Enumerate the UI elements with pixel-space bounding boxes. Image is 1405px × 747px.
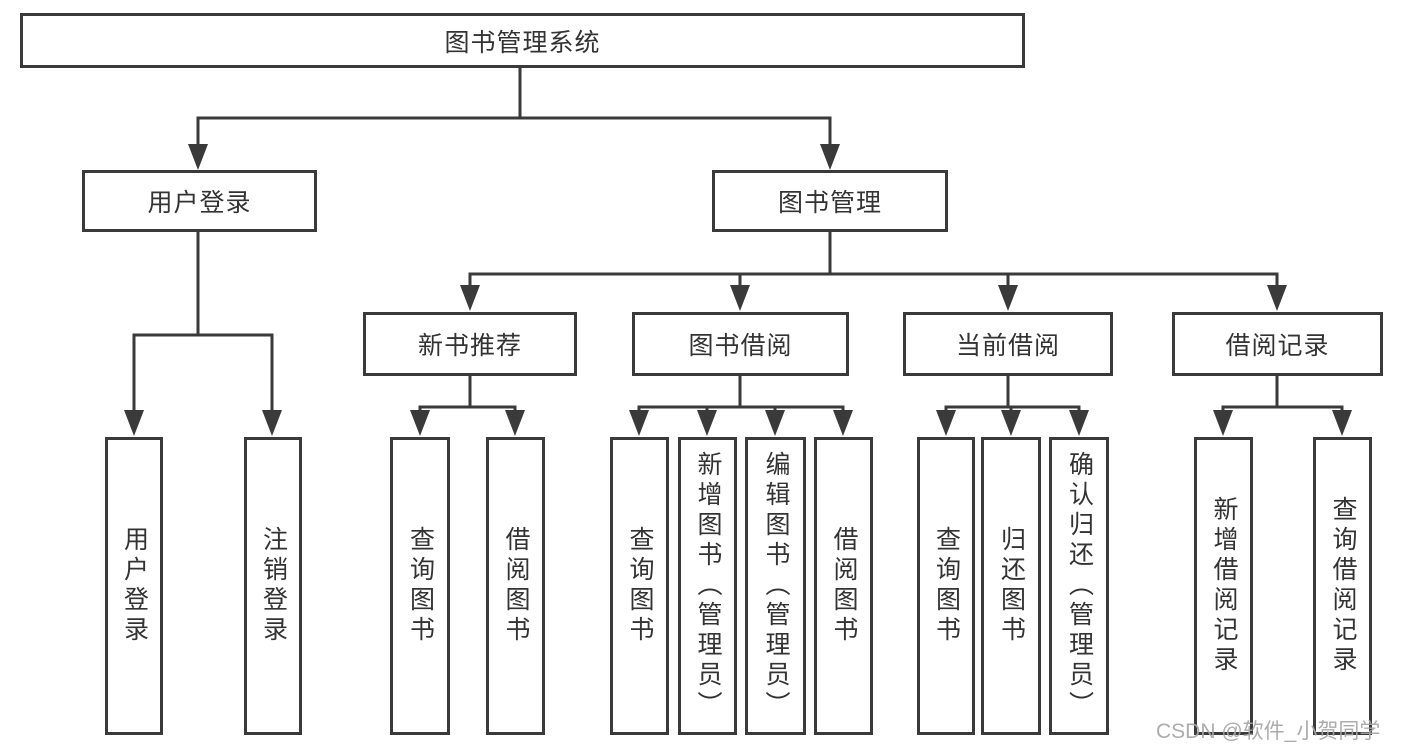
arrowhead (460, 285, 480, 311)
arrowhead (936, 410, 956, 436)
arrowhead (730, 285, 750, 311)
node-current-borrow: 当前借阅 (903, 312, 1113, 376)
node-label: 查询图书 (626, 526, 654, 646)
leaf-return-book: 归还图书 (981, 437, 1041, 735)
arrowhead (410, 410, 430, 436)
edge-book-management-rail (468, 272, 1279, 289)
arrowhead (1332, 410, 1352, 436)
edge-user-login-rail (132, 333, 274, 414)
leaf-query-book-1: 查询图书 (390, 437, 450, 735)
node-label: 新增借阅记录 (1210, 496, 1238, 676)
arrowhead (765, 410, 785, 436)
node-label: 图书管理系统 (444, 28, 601, 57)
leaf-query-borrow-record: 查询借阅记录 (1313, 437, 1372, 735)
leaf-add-book-admin: 新增图书（管理员） (678, 437, 737, 735)
node-label: 当前借阅 (955, 332, 1060, 360)
node-label: 编辑图书（管理员） (762, 451, 790, 721)
node-book-management: 图书管理 (712, 170, 948, 232)
node-label: 新书推荐 (417, 332, 522, 360)
node-book-borrow: 图书借阅 (632, 312, 849, 376)
arrowhead (820, 144, 840, 170)
leaf-confirm-return-admin: 确认归还（管理员） (1049, 437, 1109, 735)
arrowhead (188, 144, 208, 170)
node-label: 归还图书 (997, 526, 1026, 646)
arrowhead (697, 410, 717, 436)
arrowhead (1069, 410, 1089, 436)
leaf-edit-book-admin: 编辑图书（管理员） (745, 437, 806, 735)
edge-book-borrow-rail (637, 405, 845, 414)
arrowhead (262, 410, 282, 436)
leaf-query-book-2: 查询图书 (610, 437, 669, 735)
node-label: 图书管理 (777, 189, 882, 217)
node-label: 图书借阅 (688, 332, 793, 360)
leaf-borrow-book-1: 借阅图书 (486, 437, 545, 735)
node-label: 查询图书 (932, 526, 961, 646)
edge-new-book-rail (418, 405, 517, 414)
node-new-book-recommend: 新书推荐 (363, 312, 577, 376)
arrowhead (1213, 410, 1233, 436)
leaf-borrow-book-2: 借阅图书 (814, 437, 873, 735)
leaf-query-book-3: 查询图书 (917, 437, 975, 735)
node-label: 用户登录 (147, 189, 252, 217)
watermark: CSDN @软件_小贺同学 (1156, 720, 1381, 743)
arrowhead (124, 410, 144, 436)
node-label: 借阅记录 (1225, 332, 1330, 360)
leaf-logout: 注销登录 (244, 437, 302, 735)
node-borrow-records: 借阅记录 (1172, 312, 1383, 376)
arrowhead (505, 410, 525, 436)
arrowhead (998, 285, 1018, 311)
node-user-login: 用户登录 (82, 170, 317, 232)
node-label: 借阅图书 (502, 526, 530, 646)
arrowhead (629, 410, 649, 436)
node-label: 用户登录 (120, 526, 149, 646)
node-label: 新增图书（管理员） (694, 451, 722, 721)
node-label: 借阅图书 (830, 526, 858, 646)
node-label: 确认归还（管理员） (1065, 451, 1094, 721)
leaf-user-login: 用户登录 (105, 437, 163, 735)
node-library-management-system: 图书管理系统 (20, 13, 1025, 68)
node-label: 查询借阅记录 (1329, 496, 1357, 676)
edge-root-rail (196, 116, 832, 146)
node-label: 查询图书 (406, 526, 435, 646)
arrowhead (1001, 410, 1021, 436)
arrowhead (1267, 285, 1287, 311)
arrowhead (833, 410, 853, 436)
node-label: 注销登录 (259, 526, 288, 646)
edge-borrow-records-rail (1221, 405, 1344, 414)
leaf-add-borrow-record: 新增借阅记录 (1194, 437, 1253, 735)
